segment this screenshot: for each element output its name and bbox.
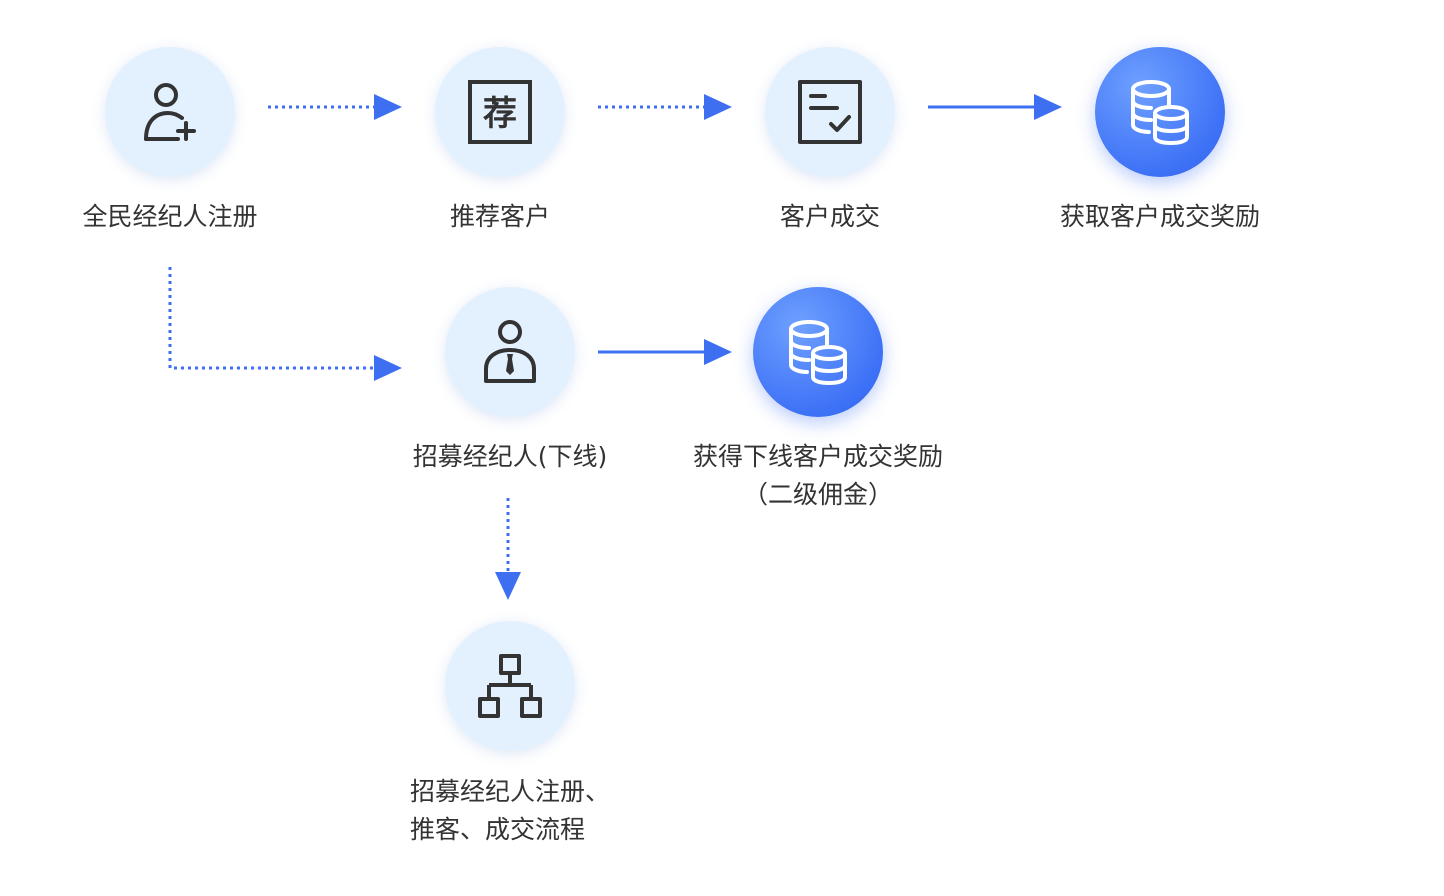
coins-icon — [789, 320, 847, 385]
arrowhead — [374, 355, 402, 381]
node-recommend: 荐 — [435, 47, 565, 177]
node-process-label-line1: 招募经纪人注册、 — [410, 777, 611, 806]
node-process-label: 招募经纪人注册、 推客、成交流程 — [410, 773, 670, 849]
node-recruit — [445, 287, 575, 417]
hierarchy-icon — [478, 654, 542, 718]
arrowhead — [374, 94, 402, 120]
arrowhead — [704, 339, 732, 365]
node-register — [105, 47, 235, 177]
node-deal-label: 客户成交 — [779, 202, 880, 231]
agent-icon — [484, 320, 536, 383]
arrowhead — [495, 572, 521, 600]
arrow-register-to-recruit — [168, 267, 376, 370]
node-reward-label: 获取客户成交奖励 — [1059, 202, 1260, 231]
add-user-icon — [144, 83, 196, 141]
arrowhead — [704, 94, 732, 120]
node-sub-reward-label-line2: （二级佣金） — [742, 480, 893, 509]
checklist-icon — [798, 80, 862, 144]
node-register-label: 全民经纪人注册 — [82, 202, 258, 231]
node-deal — [765, 47, 895, 177]
node-process-label-line2: 推客、成交流程 — [410, 815, 586, 844]
arrowhead — [1034, 94, 1062, 120]
node-recruit-label: 招募经纪人(下线) — [412, 442, 608, 471]
recommend-icon: 荐 — [468, 80, 532, 144]
node-process — [445, 621, 575, 751]
node-sub-reward — [753, 287, 883, 417]
node-reward — [1095, 47, 1225, 177]
node-sub-reward-label-line1: 获得下线客户成交奖励 — [692, 442, 943, 471]
recommend-icon-char: 荐 — [483, 94, 517, 134]
node-recommend-label: 推荐客户 — [449, 202, 550, 231]
coins-icon — [1131, 80, 1189, 145]
node-sub-reward-label: 获得下线客户成交奖励 （二级佣金） — [658, 438, 978, 514]
